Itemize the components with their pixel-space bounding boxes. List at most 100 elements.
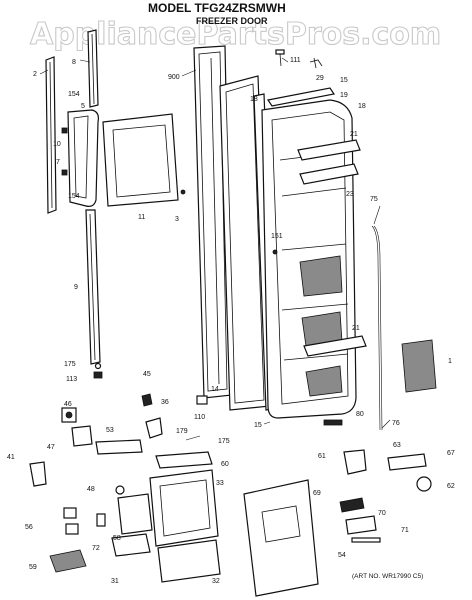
part-80-bracket[interactable] (323, 419, 343, 426)
callout-61: 61 (318, 453, 326, 460)
part-21-upper-shelf[interactable] (297, 139, 361, 185)
callout-45: 45 (143, 371, 151, 378)
part-70-lever[interactable] (345, 515, 377, 535)
callout-1: 1 (448, 358, 452, 365)
callout-154-top: 154 (68, 91, 80, 98)
callout-62: 62 (447, 483, 455, 490)
callout-31: 31 (111, 578, 119, 585)
callout-47: 47 (47, 444, 55, 451)
part-2-trim-strip[interactable] (45, 56, 57, 214)
part-62-ring[interactable] (416, 476, 432, 492)
door-liner[interactable] (261, 99, 357, 419)
part-5-handle-bracket[interactable] (61, 109, 99, 207)
callout-19: 19 (340, 92, 348, 99)
part-67-solenoid[interactable] (387, 453, 427, 471)
part-56-micro-switches[interactable] (63, 507, 79, 535)
callout-113: 113 (66, 376, 77, 383)
callout-63: 63 (393, 442, 401, 449)
part-71-strip[interactable] (351, 537, 381, 543)
callout-75: 75 (370, 196, 378, 203)
callout-15-bottom: 15 (254, 422, 262, 429)
callout-48: 48 (87, 486, 95, 493)
part-29-clip[interactable] (309, 57, 323, 69)
callout-9: 9 (74, 284, 78, 291)
part-1-insulation[interactable] (401, 339, 437, 393)
callout-80: 80 (356, 411, 364, 418)
callout-46: 46 (64, 401, 72, 408)
part-3-screw[interactable] (180, 189, 186, 195)
part-111-hinge-pin[interactable] (275, 49, 285, 67)
watermark: AppliancePartsPros.com (30, 17, 441, 52)
part-36-lever[interactable] (145, 417, 163, 439)
part-46-switch[interactable] (61, 407, 77, 423)
callout-53: 53 (106, 427, 114, 434)
part-41-switch-bracket[interactable] (29, 461, 47, 487)
callout-18-right: 18 (358, 103, 366, 110)
part-72-clip[interactable] (96, 513, 106, 527)
part-48-knob[interactable] (115, 485, 125, 495)
callout-76: 76 (392, 420, 400, 427)
callout-175-right: 175 (218, 438, 230, 445)
part-60-bar[interactable] (155, 451, 213, 469)
callout-7: 7 (56, 159, 60, 166)
callout-14: 14 (211, 386, 219, 393)
callout-59: 59 (29, 564, 37, 571)
part-54-dispenser-recess[interactable] (243, 479, 319, 597)
callout-2: 2 (33, 71, 37, 78)
callout-54: 54 (338, 552, 346, 559)
callout-33: 33 (216, 480, 224, 487)
part-19-top-cap[interactable] (267, 87, 335, 107)
callout-175-left: 175 (64, 361, 76, 368)
callout-10: 10 (53, 141, 61, 148)
part-21-lower-shelf[interactable] (303, 335, 367, 357)
part-11-dispenser-frame[interactable] (102, 113, 179, 207)
part-59-paddle[interactable] (49, 549, 87, 573)
callout-110: 110 (194, 414, 205, 421)
part-8-top-trim[interactable] (87, 29, 99, 108)
callout-18-left: 18 (250, 96, 258, 103)
diagram-subtitle: FREEZER DOOR (196, 16, 268, 26)
callout-3: 3 (175, 216, 179, 223)
callout-179: 179 (176, 428, 188, 435)
part-53-label[interactable] (95, 439, 143, 455)
callout-15-top: 15 (340, 77, 348, 84)
part-113-hinge-bushing[interactable] (93, 362, 103, 379)
callout-111: 111 (290, 57, 301, 64)
part-45-actuator[interactable] (141, 393, 153, 407)
callout-11: 11 (138, 214, 145, 221)
callout-5: 5 (81, 103, 85, 110)
callout-56: 56 (25, 524, 33, 531)
part-69-flap[interactable] (339, 497, 365, 513)
callout-900: 900 (168, 74, 180, 81)
callout-154-bottom: 154 (68, 193, 80, 200)
callout-70: 70 (378, 510, 386, 517)
part-58-actuator-arm[interactable] (117, 493, 153, 535)
callout-72: 72 (92, 545, 100, 552)
part-61-chute-door[interactable] (343, 449, 367, 475)
callout-21-top: 21 (350, 131, 358, 138)
callout-60: 60 (221, 461, 229, 468)
part-110-button[interactable] (196, 395, 208, 405)
art-number: (ART NO. WR17990 C5) (352, 573, 423, 580)
callout-41: 41 (7, 454, 15, 461)
callout-69: 69 (313, 490, 321, 497)
callout-32: 32 (212, 578, 220, 585)
callout-58: 58 (113, 535, 121, 542)
part-31-drip-tray[interactable] (111, 533, 151, 557)
part-75-water-tube[interactable] (371, 225, 383, 431)
callout-29: 29 (316, 75, 324, 82)
part-47-plate[interactable] (71, 425, 93, 447)
part-33-dispenser-housing[interactable] (149, 469, 219, 547)
part-32-ice-chute[interactable] (157, 539, 221, 583)
callout-67: 67 (447, 450, 455, 457)
callout-21-bottom: 21 (352, 325, 360, 332)
callout-151: 151 (271, 233, 283, 240)
callout-36: 36 (161, 399, 169, 406)
diagram-title: MODEL TFG24ZRSMWH (148, 1, 286, 15)
callout-8: 8 (72, 59, 76, 66)
callout-23: 23 (346, 191, 354, 198)
leader-lines (39, 57, 391, 441)
callout-71: 71 (401, 527, 409, 534)
part-9-lower-trim[interactable] (85, 209, 101, 365)
